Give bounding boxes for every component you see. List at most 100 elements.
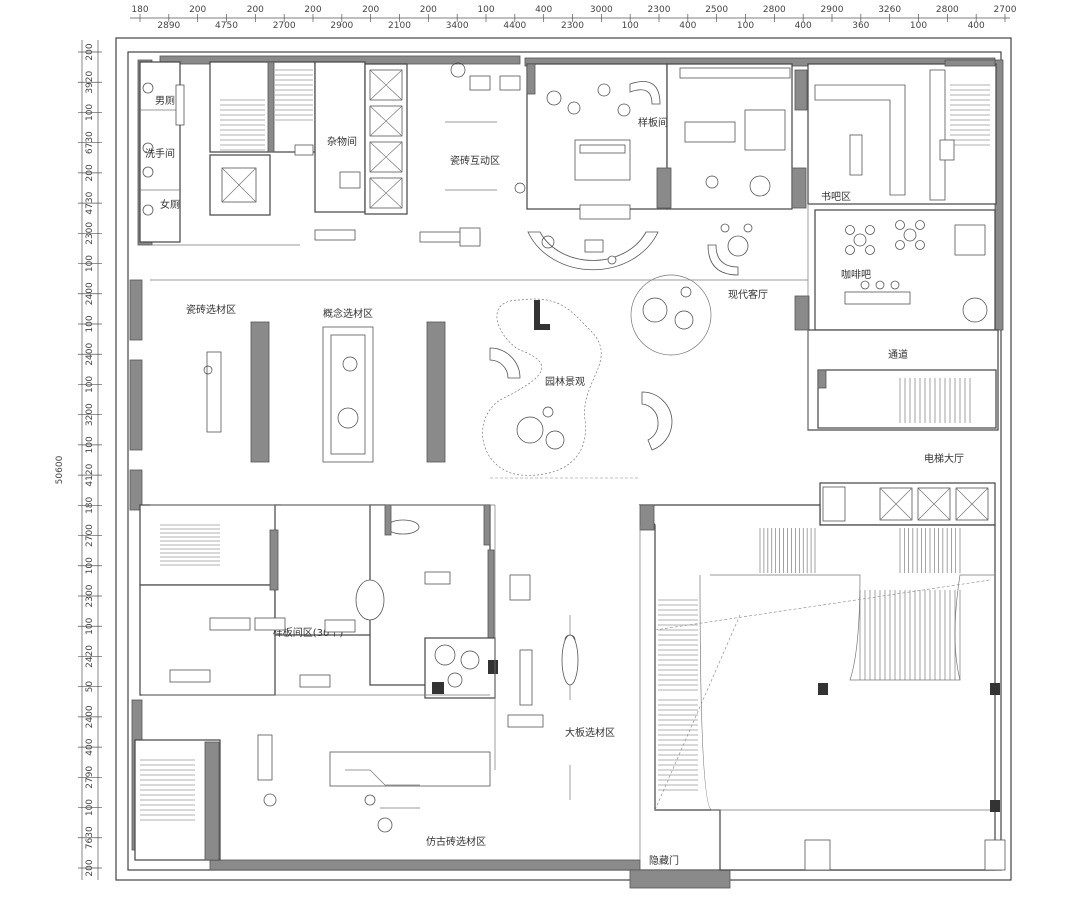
top-dim-label: 100 bbox=[477, 5, 494, 15]
label-storage: 杂物间 bbox=[327, 135, 357, 148]
left-dim-label: 7630 bbox=[85, 826, 95, 849]
top-dim-label: 100 bbox=[910, 21, 927, 31]
ceramic-interactive-zone: 瓷砖互动区 bbox=[314, 62, 526, 247]
elevator-cross bbox=[879, 487, 913, 521]
left-dim-label: 100 bbox=[85, 436, 95, 453]
elevator-bank-top bbox=[364, 63, 408, 215]
bar-stool bbox=[875, 280, 885, 290]
top-dim-label: 400 bbox=[795, 21, 812, 31]
left-dim-label: 400 bbox=[85, 738, 95, 755]
top-dim-label: 200 bbox=[420, 5, 437, 15]
label-corridor: 通道 bbox=[888, 348, 908, 361]
left-dim-label: 2300 bbox=[85, 222, 95, 245]
top-dim-label: 2700 bbox=[273, 21, 296, 31]
top-dim-label: 2900 bbox=[330, 21, 353, 31]
left-dim-label: 200 bbox=[85, 164, 95, 181]
antique-brick-zone: 仿古砖选材区 bbox=[257, 734, 491, 848]
stair-bottom-left bbox=[134, 739, 221, 861]
top-dim-label: 100 bbox=[737, 21, 754, 31]
plant-cluster-lower bbox=[424, 637, 498, 699]
left-dim-label: 4730 bbox=[85, 191, 95, 214]
label-wash: 洗手间 bbox=[145, 147, 175, 160]
left-dim-label: 50 bbox=[85, 681, 95, 693]
elevator-cross bbox=[369, 141, 403, 173]
label-garden: 园林景观 bbox=[545, 375, 585, 388]
top-dim-label: 200 bbox=[247, 5, 264, 15]
top-dim-label: 2800 bbox=[763, 5, 786, 15]
label-concept-selection: 概念选材区 bbox=[323, 307, 373, 320]
coffee-bar-block: 咖啡吧 bbox=[794, 209, 996, 331]
left-dim-label: 100 bbox=[85, 376, 95, 393]
left-dim-label: 3920 bbox=[85, 70, 95, 93]
top-dim-label: 2900 bbox=[821, 5, 844, 15]
cafe-chair bbox=[895, 220, 905, 230]
label-antique-brick: 仿古砖选材区 bbox=[426, 835, 486, 848]
top-dim-label: 400 bbox=[679, 21, 696, 31]
elevator-cross bbox=[369, 69, 403, 101]
top-dim-label: 2100 bbox=[388, 21, 411, 31]
overall-height-dim: 50600 bbox=[55, 455, 65, 484]
top-dim-label: 400 bbox=[968, 21, 985, 31]
cafe-chair bbox=[895, 240, 905, 250]
curved-lounge bbox=[527, 231, 659, 271]
left-dim-label: 2400 bbox=[85, 342, 95, 365]
top-dim-label: 4750 bbox=[215, 21, 238, 31]
label-modern-living: 现代客厅 bbox=[728, 288, 768, 301]
cafe-chair bbox=[865, 245, 875, 255]
elevator-cross bbox=[369, 105, 403, 137]
label-toilet-f: 女厕 bbox=[160, 198, 180, 211]
toilet-block: 男厕 洗手间 女厕 bbox=[139, 61, 185, 243]
left-dim-label: 6730 bbox=[85, 131, 95, 154]
top-dim-label: 180 bbox=[131, 5, 148, 15]
left-dim-label: 2790 bbox=[85, 766, 95, 789]
label-ceramic-interactive: 瓷砖互动区 bbox=[450, 154, 500, 167]
left-dim-label: 100 bbox=[85, 315, 95, 332]
interior-partitions bbox=[142, 205, 809, 860]
left-dim-label: 2420 bbox=[85, 645, 95, 668]
left-dim-label: 4120 bbox=[85, 463, 95, 486]
label-tile-selection: 瓷砖选材区 bbox=[186, 303, 236, 316]
label-coffee-bar: 咖啡吧 bbox=[841, 269, 871, 281]
left-dim-label: 2400 bbox=[85, 705, 95, 728]
cafe-chair bbox=[915, 240, 925, 250]
top-dim-label: 2700 bbox=[994, 5, 1017, 15]
left-dim-label: 100 bbox=[85, 557, 95, 574]
corridor-block: 通道 bbox=[807, 329, 999, 431]
left-dim-label: 180 bbox=[85, 496, 95, 513]
bar-stool bbox=[860, 280, 870, 290]
left-dim-label: 3200 bbox=[85, 403, 95, 426]
top-dim-label: 200 bbox=[362, 5, 379, 15]
cafe-table bbox=[853, 233, 867, 247]
cafe-chair bbox=[845, 245, 855, 255]
top-dim-label: 2500 bbox=[705, 5, 728, 15]
cafe-chair bbox=[915, 220, 925, 230]
elevator-cross bbox=[917, 487, 951, 521]
top-dim-label: 2300 bbox=[561, 21, 584, 31]
top-dim-label: 400 bbox=[535, 5, 552, 15]
cafe-chair bbox=[845, 225, 855, 235]
top-dim-label: 200 bbox=[304, 5, 321, 15]
top-dim-label: 360 bbox=[852, 21, 869, 31]
label-hidden-door: 隐藏门 bbox=[649, 854, 679, 867]
tile-selection-zone: 瓷砖选材区 bbox=[186, 303, 270, 463]
elevator-cross bbox=[369, 177, 403, 209]
cafe-chair bbox=[865, 225, 875, 235]
left-dim-label: 2400 bbox=[85, 282, 95, 305]
garden-landscape: 园林景观 bbox=[482, 298, 673, 479]
top-dim-label: 2300 bbox=[648, 5, 671, 15]
left-dim-label: 2700 bbox=[85, 524, 95, 547]
concept-selection-zone: 概念选材区 bbox=[322, 307, 446, 463]
grand-stair-hall bbox=[638, 504, 1006, 871]
sample-room-top-block: 样板间区 bbox=[526, 63, 808, 220]
book-bar-block: 书吧区 bbox=[807, 59, 997, 205]
elevator-cross bbox=[955, 487, 989, 521]
left-dim-label: 100 bbox=[85, 799, 95, 816]
storage-room: 杂物间 bbox=[294, 61, 366, 213]
left-dim-label: 100 bbox=[85, 617, 95, 634]
left-dim-label: 100 bbox=[85, 255, 95, 272]
top-dim-label: 2890 bbox=[157, 21, 180, 31]
top-dim-label: 100 bbox=[622, 21, 639, 31]
label-book-bar: 书吧区 bbox=[821, 191, 851, 203]
top-dimension-line: 1802890200475020027002002900200210020034… bbox=[130, 5, 1017, 31]
